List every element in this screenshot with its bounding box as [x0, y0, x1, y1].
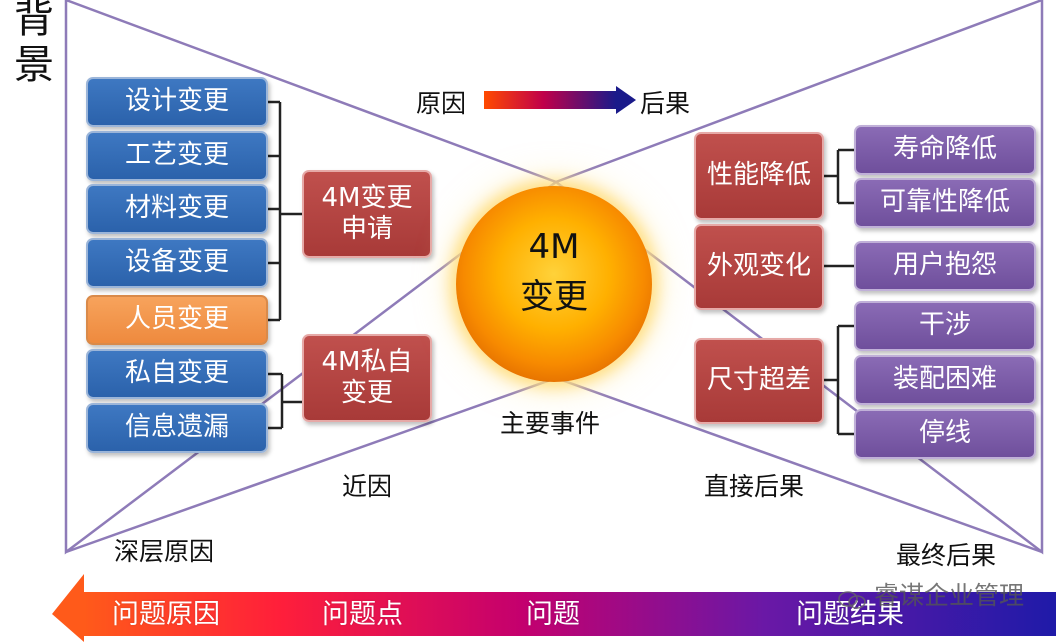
watermark-text: 睿谋企业管理 — [873, 581, 1024, 610]
result-complaint: 用户抱怨 — [854, 241, 1036, 291]
bar-label-cause: 问题原因 — [112, 599, 220, 630]
bar-label-problem: 问题 — [526, 599, 580, 630]
result-reliability: 可靠性降低 — [854, 178, 1036, 228]
effect-label: 后果 — [640, 89, 691, 118]
change-equipment: 设备变更 — [86, 238, 268, 288]
change-design: 设计变更 — [86, 77, 268, 127]
cause-label: 原因 — [416, 89, 467, 118]
change-process: 工艺变更 — [86, 131, 268, 181]
bar-label-point: 问题点 — [322, 599, 403, 630]
cause-effect-arrow-shaft — [484, 91, 616, 109]
deep-cause-label: 深层原因 — [114, 537, 215, 566]
change-material: 材料变更 — [86, 184, 268, 234]
lower-right-line — [555, 376, 1043, 554]
result-life: 寿命降低 — [854, 125, 1036, 175]
effect-performance: 性能降低 — [694, 132, 824, 220]
direct-result-label: 直接后果 — [704, 472, 805, 501]
lower-left-line — [65, 376, 557, 554]
change-private: 私自变更 — [86, 349, 268, 399]
wechat-icon — [838, 587, 866, 609]
center-event-text: 4M 变更 — [456, 222, 652, 322]
final-result-label: 最终后果 — [896, 541, 997, 570]
effect-appearance: 外观变化 — [694, 224, 824, 310]
watermark: 睿谋企业管理 — [838, 576, 1024, 612]
group-4m-apply: 4M变更申请 — [302, 170, 432, 258]
bottom-bar-arrowhead — [52, 574, 84, 642]
side-title: 背景 — [14, 0, 54, 88]
result-assembly: 装配困难 — [854, 355, 1036, 405]
near-cause-label: 近因 — [342, 472, 393, 501]
center-line2: 变更 — [520, 277, 588, 317]
center-line1: 4M — [528, 227, 580, 267]
right-bracket-1 — [824, 148, 854, 205]
result-interference: 干涉 — [854, 301, 1036, 351]
change-info-missing: 信息遗漏 — [86, 403, 268, 453]
change-personnel: 人员变更 — [86, 295, 268, 345]
left-bracket-2 — [268, 372, 302, 430]
right-bracket-3 — [824, 324, 854, 436]
bottom-bar — [84, 592, 1056, 636]
center-event-circle — [456, 186, 652, 382]
result-line-stop: 停线 — [854, 409, 1036, 459]
cause-effect-arrow-head — [616, 86, 636, 114]
left-bracket-1 — [268, 100, 302, 322]
effect-size: 尺寸超差 — [694, 338, 824, 424]
main-event-caption: 主要事件 — [500, 409, 601, 438]
group-4m-private: 4M私自变更 — [302, 334, 432, 422]
